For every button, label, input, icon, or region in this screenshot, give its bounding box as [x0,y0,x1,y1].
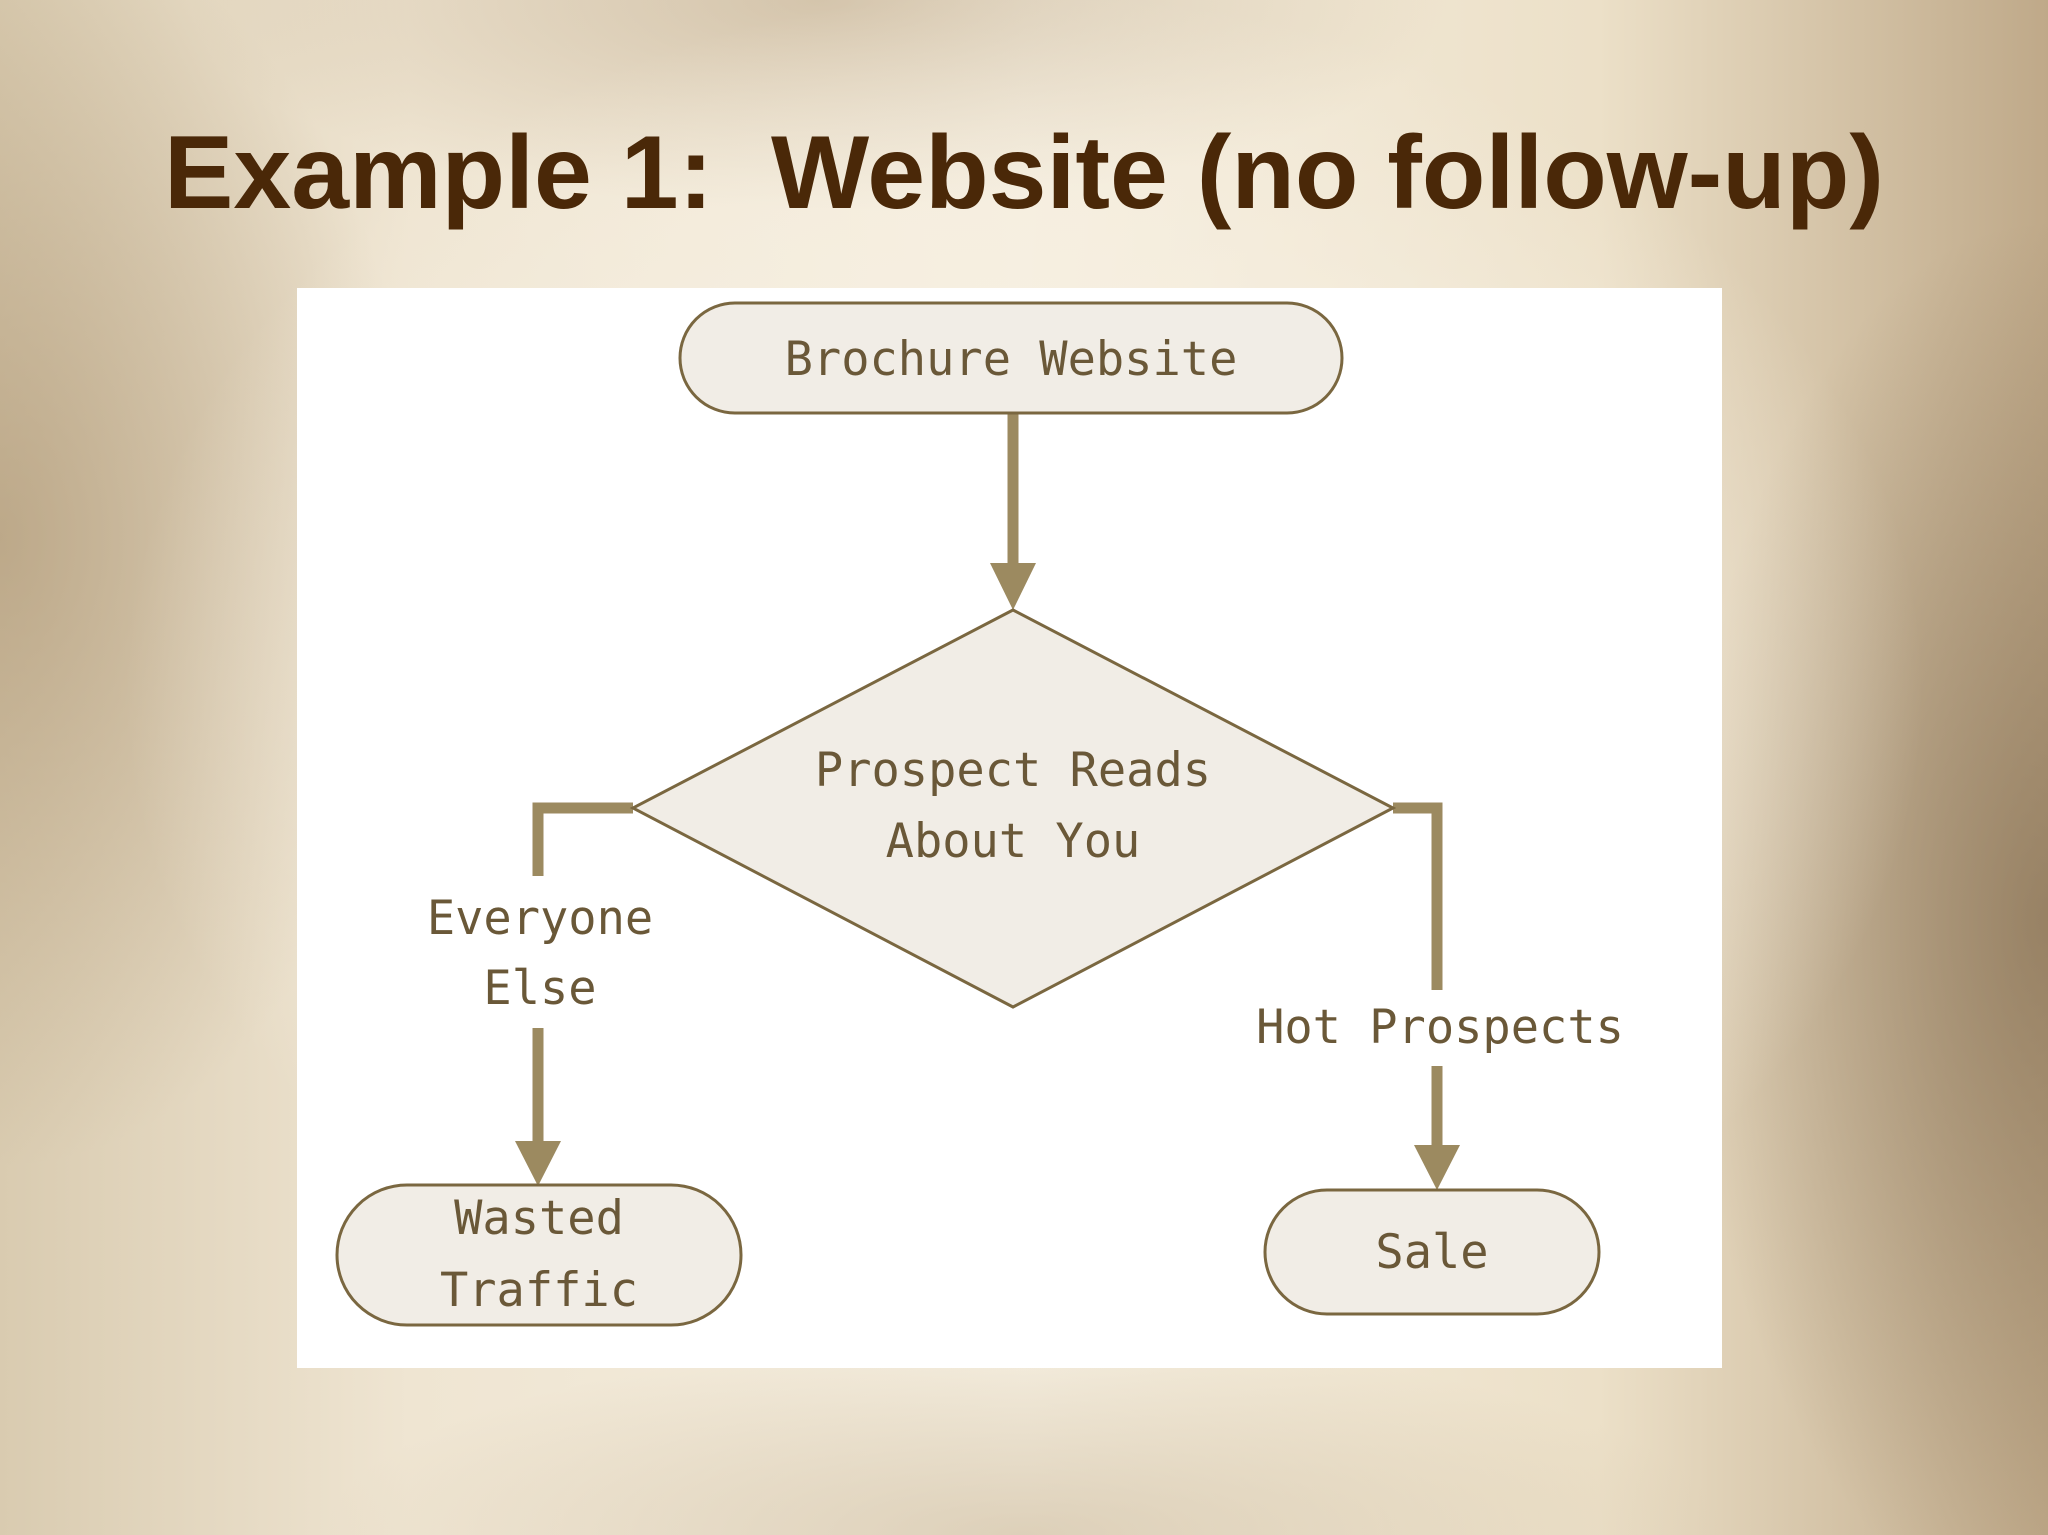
end-node-wasted-traffic: Wasted Traffic [335,1183,743,1327]
end-node-sale: Sale [1263,1188,1601,1316]
branch-label-everyone-line2: Else [483,961,596,1016]
branch-label-hot-prospects: Hot Prospects [1256,1000,1624,1055]
decision-node-line2: About You [886,814,1141,869]
start-node-label: Brochure Website [785,332,1238,387]
end-node-left-line1: Wasted [454,1191,624,1246]
flowchart-panel: Brochure Website Prospect Reads About Yo… [297,288,1722,1368]
decision-node-prospect-reads: Prospect Reads About You [629,608,1397,1009]
end-node-left-line2: Traffic [440,1263,638,1318]
connector-start-to-decision [990,411,1036,610]
flowchart: Brochure Website Prospect Reads About Yo… [335,301,1624,1327]
start-node-brochure-website: Brochure Website [678,301,1344,415]
connector-decision-to-everyone-else [515,802,633,1186]
branch-label-everyone-line1: Everyone [427,891,653,946]
connector-decision-to-hot-prospects [1393,802,1460,1190]
slide-title: Example 1: Website (no follow-up) [164,115,1884,231]
decision-node-line1: Prospect Reads [815,743,1211,798]
end-node-right-label: Sale [1375,1225,1488,1280]
